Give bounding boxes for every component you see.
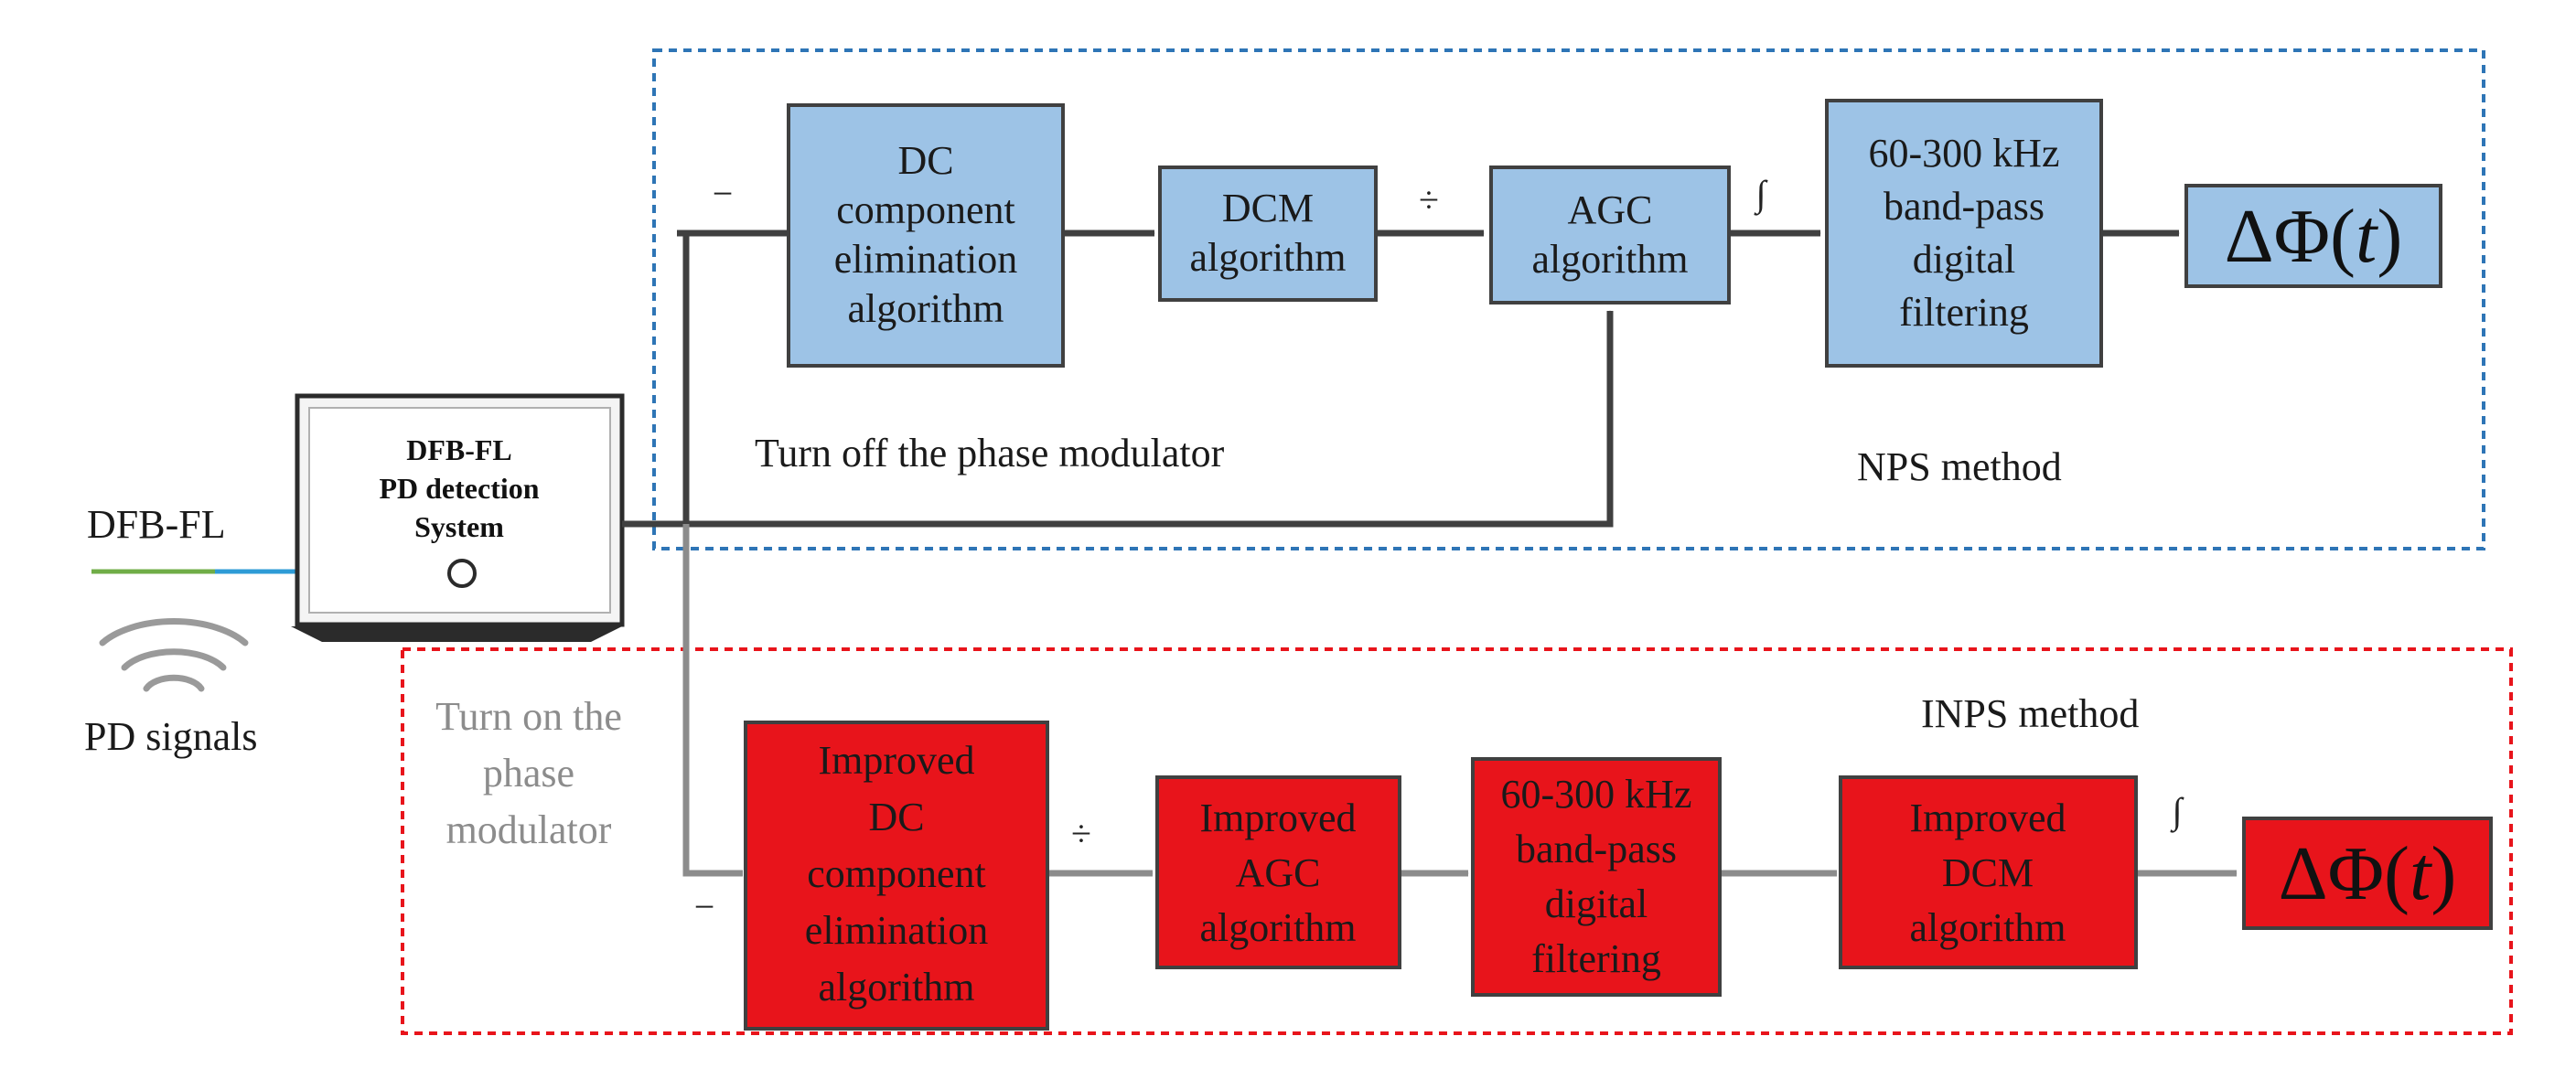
nps-feed-line — [622, 320, 1614, 528]
fiber-label: DFB-FL — [87, 502, 226, 547]
nps-block-agc — [1489, 166, 1731, 304]
inps-block-bandpass-text-line-0: 60-300 kHz — [1501, 772, 1692, 817]
signal-waves-icon — [99, 618, 249, 692]
nps-frame — [652, 48, 2485, 550]
inps-block-dcm-text-line-1: DCM — [1942, 850, 2034, 895]
nps-integral-sign: ∫ — [1754, 173, 1769, 216]
nps-divide-sign: ÷ — [1419, 179, 1439, 220]
signal-label: PD signals — [84, 714, 257, 759]
nps-input-line — [682, 230, 787, 524]
inps-block-dc-elimination — [744, 721, 1049, 1031]
system-label-line-1: PD detection — [379, 472, 539, 505]
inps-block-agc — [1155, 775, 1401, 969]
nps-block-dcm-text-line-1: algorithm — [1189, 235, 1346, 280]
system-label-line-2: System — [414, 510, 504, 543]
inps-integral-sign: ∫ — [2170, 790, 2185, 833]
inps-block-dc-elimination-text-line-3: elimination — [805, 908, 988, 953]
inps-switch-label-line-1: phase — [483, 751, 574, 796]
nps-block-bandpass-text-line-0: 60-300 kHz — [1869, 131, 2060, 176]
inps-block-dc-elimination-text-line-2: component — [807, 851, 986, 896]
labels-layer: DFB-FL PD signals DFB-FL PD detectionSystem… — [84, 131, 2456, 1010]
nps-block-bandpass-text-line-2: digital — [1913, 237, 2015, 282]
inps-block-dc-elimination-text-line-0: Improved — [818, 738, 974, 783]
system-label-line-0: DFB-FL — [406, 433, 512, 466]
nps-block-agc-text-line-1: algorithm — [1531, 237, 1688, 282]
nps-block-dc-elimination-text-line-3: algorithm — [847, 286, 1004, 331]
inps-input-sign: − — [694, 886, 715, 927]
inps-paths — [682, 524, 2238, 877]
inps-block-dc-elimination-text-line-1: DC — [868, 795, 924, 839]
inps-block-bandpass — [1471, 757, 1722, 997]
inps-block-bandpass-text-line-1: band-pass — [1516, 827, 1677, 871]
inps-block-agc-text-line-2: algorithm — [1199, 905, 1356, 950]
inps-block-agc-text-line-1: AGC — [1236, 850, 1321, 895]
detector-port-icon — [447, 559, 477, 588]
inps-block-dcm-text-line-0: Improved — [1909, 796, 2066, 840]
nps-block-bandpass — [1825, 99, 2103, 368]
nps-block-bandpass-text-line-1: band-pass — [1884, 184, 2045, 229]
inps-switch-label-line-0: Turn on the — [435, 694, 622, 739]
nps-block-dc-elimination-text-line-0: DC — [897, 138, 953, 183]
nps-input-sign: − — [713, 173, 734, 214]
inps-block-bandpass-text-line-2: digital — [1545, 881, 1648, 926]
inps-block-output — [2242, 817, 2493, 930]
inps-divide-sign: ÷ — [1071, 813, 1091, 854]
nps-block-agc-text-line-0: AGC — [1568, 187, 1653, 232]
inps-block-dc-elimination-text-line-4: algorithm — [818, 965, 974, 1010]
inps-switch-label-line-2: modulator — [446, 807, 612, 852]
inps-input-line — [682, 524, 743, 877]
inps-frame — [401, 647, 2513, 1035]
inps-block-agc-text-line-0: Improved — [1199, 796, 1356, 840]
inps-output-delta-phi: ΔΦ(t) — [2279, 831, 2457, 916]
nps-block-dc-elimination — [787, 103, 1065, 368]
nps-block-dcm-text-line-0: DCM — [1222, 186, 1314, 230]
inps-method-label: INPS method — [1921, 691, 2139, 736]
nps-block-dc-elimination-text-line-2: elimination — [834, 237, 1017, 282]
nps-block-dc-elimination-text-line-1: component — [836, 187, 1015, 232]
nps-block-dcm — [1158, 166, 1378, 302]
nps-switch-label: Turn off the phase modulator — [755, 431, 1225, 475]
nps-output-delta-phi: ΔΦ(t) — [2225, 194, 2403, 279]
nps-block-output — [2184, 184, 2442, 288]
nps-method-label: NPS method — [1857, 444, 2062, 489]
inps-block-bandpass-text-line-3: filtering — [1531, 936, 1661, 981]
inps-block-dcm-text-line-2: algorithm — [1909, 905, 2066, 950]
inps-block-dcm — [1839, 775, 2138, 969]
nps-block-bandpass-text-line-3: filtering — [1899, 290, 2029, 335]
monitor-icon — [291, 393, 625, 642]
